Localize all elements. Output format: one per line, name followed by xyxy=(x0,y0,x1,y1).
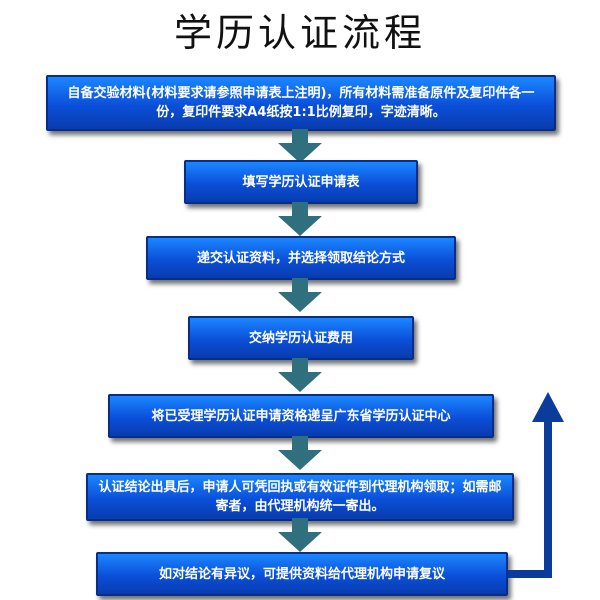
step-label: 如对结论有异议，可提供资料给代理机构申请复议 xyxy=(158,566,445,582)
step-box-request-review: 如对结论有异议，可提供资料给代理机构申请复议 xyxy=(96,552,508,596)
step-box-pay-fee: 交纳学历认证费用 xyxy=(188,316,414,360)
step-box-prepare-materials: 自备交验材料(材料要求请参照申请表上注明)，所有材料需准备原件及复印件各一份，复… xyxy=(46,75,556,131)
step-label: 将已受理学历认证申请资格递呈广东省学历认证中心 xyxy=(151,408,451,424)
step-label: 递交认证资料，并选择领取结论方式 xyxy=(196,250,405,266)
down-arrow-icon xyxy=(278,129,322,163)
step-box-fill-application: 填写学历认证申请表 xyxy=(184,160,418,204)
down-arrow-icon xyxy=(278,358,322,392)
loop-back-arrow-icon xyxy=(508,392,564,578)
step-label: 交纳学历认证费用 xyxy=(248,330,353,346)
step-label: 自备交验材料(材料要求请参照申请表上注明)，所有材料需准备原件及复印件各一份，复… xyxy=(67,86,535,120)
down-arrow-icon xyxy=(278,518,322,552)
step-box-forward-to-center: 将已受理学历认证申请资格递呈广东省学历认证中心 xyxy=(108,394,494,438)
step-box-submit-materials: 递交认证资料，并选择领取结论方式 xyxy=(146,236,456,280)
step-label: 认证结论出具后，申请人可凭回执或有效证件到代理机构领取；如需邮寄者，由代理机构统… xyxy=(98,480,502,514)
down-arrow-icon xyxy=(278,202,322,236)
step-box-collect-result: 认证结论出具后，申请人可凭回执或有效证件到代理机构领取；如需邮寄者，由代理机构统… xyxy=(86,473,514,521)
diagram-title: 学历认证流程 xyxy=(173,11,426,55)
down-arrow-icon xyxy=(278,278,322,312)
step-label: 填写学历认证申请表 xyxy=(242,174,360,190)
down-arrow-icon xyxy=(278,436,322,470)
